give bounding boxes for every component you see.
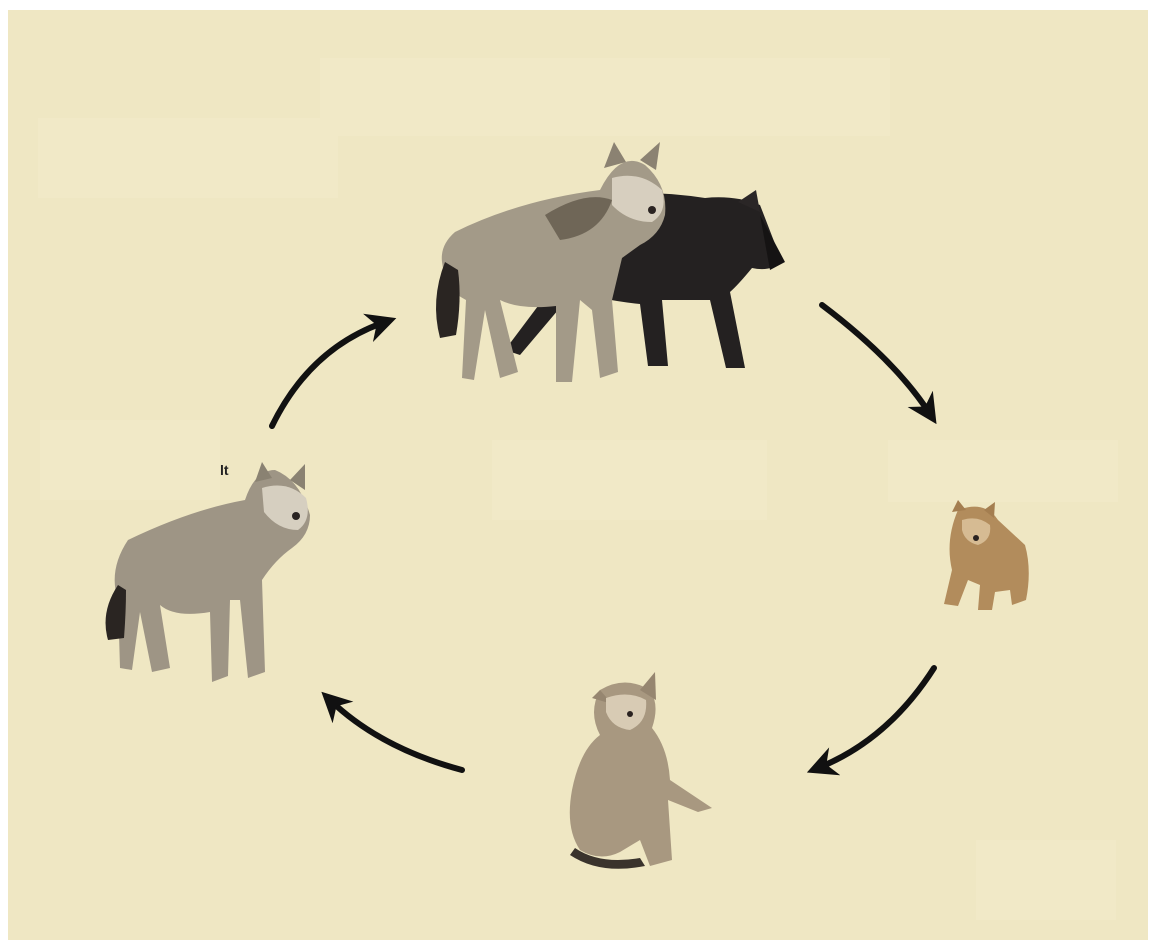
label-patch [976, 840, 1116, 920]
stray-label-fragment: lt [220, 462, 229, 478]
adult-wolf-illustration [105, 462, 311, 682]
juvenile-pup-illustration [569, 672, 712, 869]
label-patch [40, 420, 220, 500]
arrow-newborn-to-juvenile [806, 665, 937, 776]
label-patch [492, 440, 767, 520]
label-patch [38, 118, 338, 198]
newborn-pup-illustration [944, 500, 1029, 610]
arrow-juvenile-to-adult [321, 691, 465, 773]
arrow-adult-to-pair [269, 313, 397, 429]
gray-wolf-illustration [436, 142, 666, 382]
label-patch [320, 58, 890, 136]
label-patch [888, 440, 1118, 502]
arrow-pair-to-newborn [819, 302, 937, 425]
